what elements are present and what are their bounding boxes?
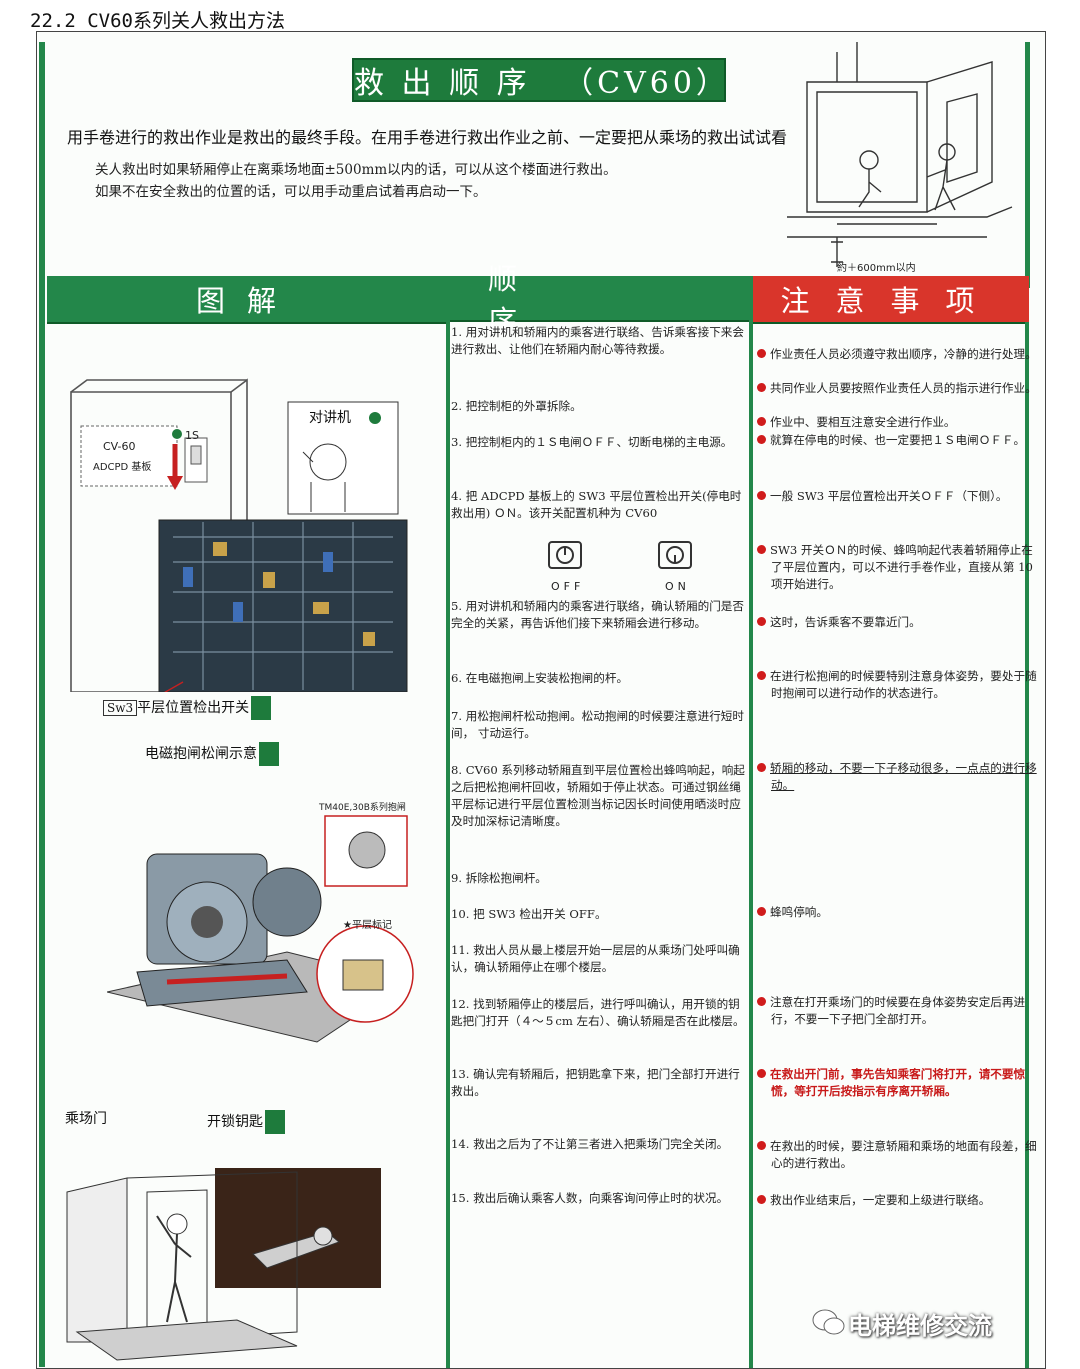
brake-label-row: 电磁抱闸松闸示意 <box>145 742 279 766</box>
bullet-icon <box>757 907 766 916</box>
board-line-2: ADCPD 基板 <box>93 460 151 473</box>
note-1: 作业责任人员必须遵守救出顺序，冷静的进行处理。 <box>757 346 1041 363</box>
step-5: 5. 用对讲机和轿厢内的乘客进行联络，确认轿厢的门是否完全的关紧，再告诉他们接下… <box>451 599 744 630</box>
bullet-icon <box>757 417 766 426</box>
intro-line-2: 如果不在安全救出的位置的话，可以用手动重启试着再启动一下。 <box>95 184 487 200</box>
key-green-marker <box>265 1110 285 1134</box>
switch-1s-label: 1S <box>185 429 199 442</box>
note-7: 这时，告诉乘客不要靠近门。 <box>757 614 1041 631</box>
watermark-text: 电梯维修交流 <box>848 1312 992 1340</box>
intercom-label: 对讲机 <box>309 410 351 426</box>
step-3: 3. 把控制柜内的１Ｓ电闸ＯＦＦ、切断电梯的主电源。 <box>451 435 733 449</box>
key-label-row: 开锁钥匙 <box>207 1110 285 1134</box>
step-10: 10. 把 SW3 检出开关 OFF。 <box>451 907 607 921</box>
note-6: SW3 开关ＯＮ的时候、蜂鸣响起代表着轿厢停止在了平层位置内，可以不进行手卷作业… <box>757 542 1041 593</box>
header-sequence: 顺序 <box>448 262 750 338</box>
sw3-green-marker <box>251 696 272 720</box>
hall-door-label: 乘场门 <box>65 1111 107 1127</box>
note-13: 在救出的时候，要注意轿厢和乘场的地面有段差，细心的进行救出。 <box>757 1138 1041 1172</box>
note-5: 一般 SW3 平层位置检出开关ＯＦＦ（下侧）。 <box>757 488 1041 505</box>
bullet-icon <box>757 491 766 500</box>
left-green-rule <box>39 42 45 1367</box>
step-2: 2. 把控制柜的外罩拆除。 <box>451 399 582 413</box>
bullet-icon <box>757 671 766 680</box>
sheet-title: 救 出 顺 序 （CV60） <box>352 58 726 102</box>
hall-door-illustration <box>66 1168 381 1361</box>
key-label: 开锁钥匙 <box>207 1114 263 1130</box>
header-illustration: 图解 <box>47 276 447 324</box>
step-6: 6. 在电磁抱闸上安装松抱闸的杆。 <box>451 671 629 685</box>
step-13: 13. 确认完有轿厢后，把钥匙拿下来，把门全部打开进行救出。 <box>451 1067 740 1098</box>
brake-green-marker <box>259 742 279 766</box>
step-1: 1. 用对讲机和轿厢内的乘客进行联络、告诉乘客接下来会进行救出、让他们在轿厢内耐… <box>451 325 744 356</box>
traction-machine-illustration: TM40E,30B系列抱闸 ★平层标记 <box>107 801 414 1043</box>
step-14: 14. 救出之后为了不让第三者进入把乘场门完全关闭。 <box>451 1137 729 1151</box>
bullet-icon <box>757 1195 766 1204</box>
intro-line-1: 关人救出时如果轿厢停止在离乘场地面±500mm以内的话，可以从这个楼面进行救出。 <box>95 162 617 178</box>
bullet-icon <box>757 435 766 444</box>
column-rule-1 <box>446 276 450 1368</box>
sw3-tag: Sw3 <box>103 700 138 716</box>
column-rule-3 <box>1025 322 1029 1368</box>
switch-on-label: ON <box>665 580 690 593</box>
step-7: 7. 用松抱闸杆松动抱闸。松动抱闸的时候要注意进行短时间， 寸动运行。 <box>451 709 744 740</box>
document-heading: 22.2 CV60系列关人救出方法 <box>30 10 285 32</box>
step-12: 12. 找到轿厢停止的楼层后，进行呼叫确认，用开锁的钥匙把门打开（４～５cm 左… <box>451 997 745 1028</box>
note-11: 注意在打开乘场门的时候要在身体姿势安定后再进行，不要一下子把门全部打开。 <box>757 994 1041 1028</box>
bullet-icon <box>757 997 766 1006</box>
note-2: 共同作业人员要按照作业责任人员的指示进行作业。 <box>757 380 1041 397</box>
bullet-icon <box>757 763 766 772</box>
note-4: 就算在停电的时候、也一定要把１Ｓ电闸ＯＦＦ。 <box>757 432 1041 449</box>
column-rule-2 <box>749 276 753 1368</box>
step-8: 8. CV60 系列移动轿厢直到平层位置检出蜂鸣响起，响起之后把松抱闸杆回收，轿… <box>451 763 745 828</box>
note-10: 蜂鸣停响。 <box>757 904 1041 921</box>
board-line-1: CV-60 <box>103 440 136 453</box>
sw3-label: 平层位置检出开关 <box>137 700 250 716</box>
note-12: 在救出开门前，事先告知乘客门将打开，请不要惊慌，等打开后按指示有序离开轿厢。 <box>757 1066 1041 1100</box>
intro-main-text: 用手卷进行的救出作业是救出的最终手段。在用手卷进行救出作业之前、一定要把从乘场的… <box>67 128 788 147</box>
bullet-icon <box>757 349 766 358</box>
level-mark-label: ★平层标记 <box>343 919 392 931</box>
header-notes: 注意事项 <box>752 276 1029 324</box>
right-green-rule <box>1025 42 1030 288</box>
note-9: 轿厢的移动，不要一下子移动很多，一点点的进行移动。 <box>757 760 1041 794</box>
step-15: 15. 救出后确认乘客人数，向乘客询问停止时的状况。 <box>451 1191 729 1205</box>
bullet-icon <box>757 1141 766 1150</box>
wechat-icon <box>812 1309 845 1335</box>
car-height-label: 約＋600mm以内 <box>837 261 916 274</box>
sw3-on-icon <box>658 541 692 569</box>
switch-off-label: OFF <box>551 580 585 593</box>
step-11: 11. 救出人员从最上楼层开始一层层的从乘场门处呼叫确认，确认轿厢停止在哪个楼层… <box>451 943 740 974</box>
bullet-icon <box>757 383 766 392</box>
note-14: 救出作业结束后，一定要和上级进行联络。 <box>757 1192 1041 1209</box>
bullet-icon <box>757 545 766 554</box>
bullet-icon <box>757 617 766 626</box>
note-3: 作业中、要相互注意安全进行作业。 <box>757 414 1041 431</box>
machine-tag-label: TM40E,30B系列抱闸 <box>318 801 406 813</box>
step-4: 4. 把 ADCPD 基板上的 SW3 平层位置检出开关(停电时救出用) ＯＮ。… <box>451 489 742 520</box>
bullet-icon <box>757 1069 766 1078</box>
car-rescue-illustration: 約＋600mm以内 <box>787 42 1013 274</box>
note-8: 在进行松抱闸的时候要特别注意身体姿势，要处于随时抱闸可以进行动作的状态进行。 <box>757 668 1041 702</box>
sw3-off-icon <box>548 541 582 569</box>
step-9: 9. 拆除松抱闸杆。 <box>451 871 547 885</box>
control-cabinet-diagram: CV-60 ADCPD 基板 1S 对讲机 <box>70 378 408 692</box>
brake-label: 电磁抱闸松闸示意 <box>145 746 257 762</box>
rescue-sheet: 救 出 顺 序 （CV60） 用手卷进行的救出作业是救出的最终手段。在用手卷进行… <box>36 31 1046 1369</box>
